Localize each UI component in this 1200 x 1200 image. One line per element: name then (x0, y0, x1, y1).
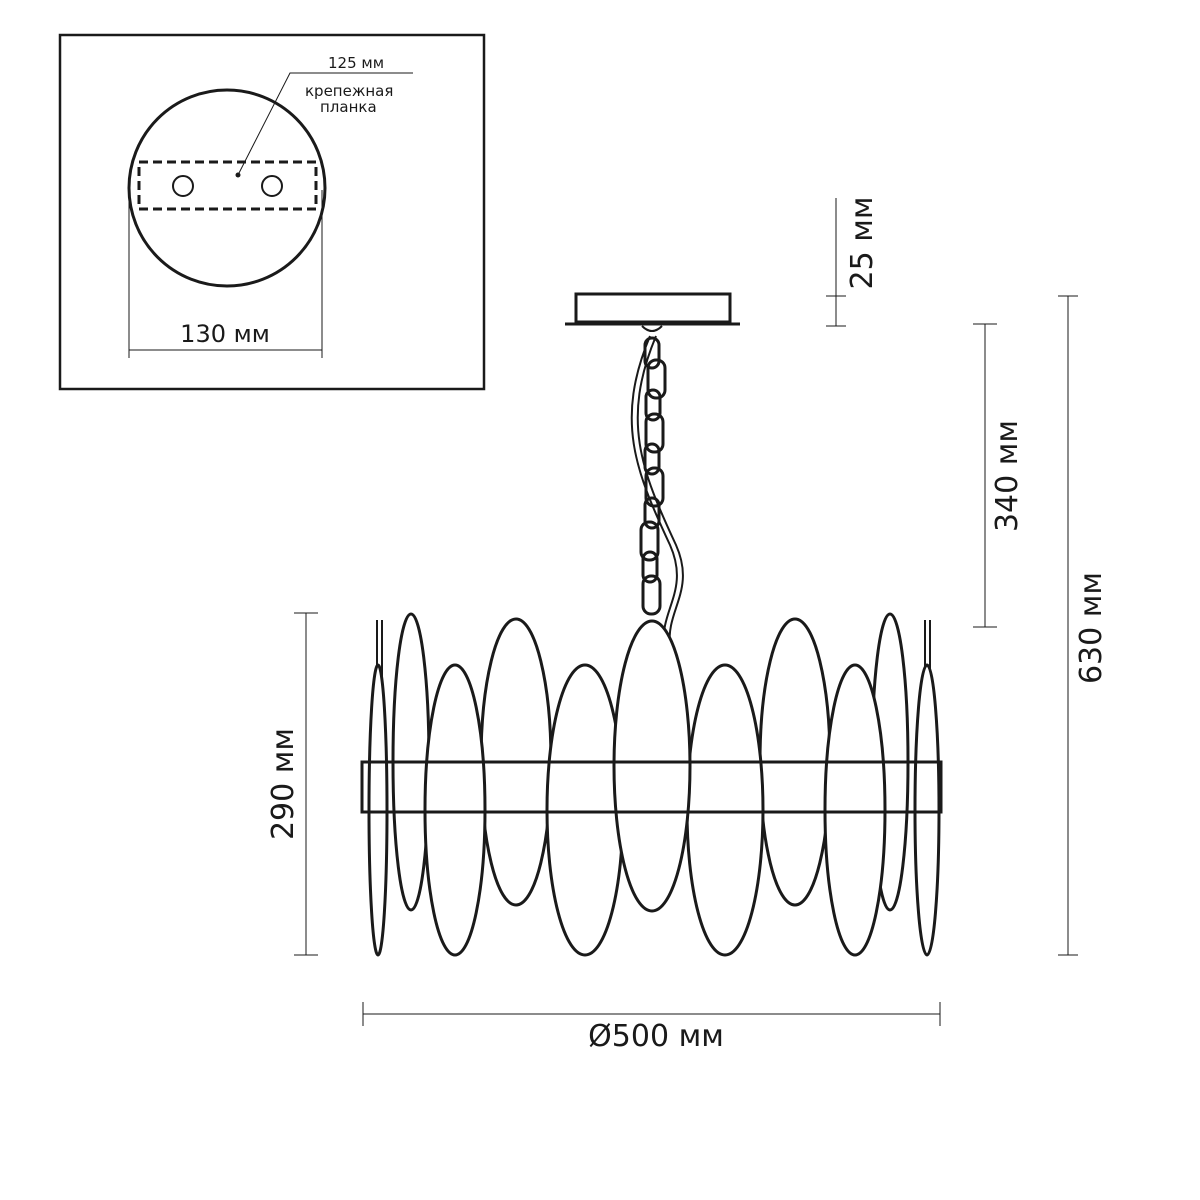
mounting-inset: 125 мм крепежная планка 130 мм (58, 33, 486, 391)
canopy (565, 292, 740, 332)
cable (630, 335, 684, 646)
chain-link (641, 574, 662, 616)
glass-disk (823, 663, 887, 957)
mounting-bracket (137, 160, 318, 211)
chain-link (643, 442, 661, 476)
glass-disk-center (612, 619, 692, 913)
body-height-label: 290 мм (266, 728, 301, 840)
chain-link (644, 412, 665, 454)
glass-disk (913, 663, 941, 957)
dim-diameter: Ø500 мм (362, 1002, 941, 1054)
total-height-label: 630 мм (1074, 572, 1109, 684)
canopy-height-label: 25 мм (845, 197, 880, 290)
glass-disk (545, 663, 625, 957)
glass-disk (423, 663, 487, 957)
chandelier-ring (360, 760, 943, 814)
chain-link (643, 336, 661, 370)
bracket-label-2: планка (320, 98, 377, 116)
inset-frame (58, 33, 486, 391)
chain-link (644, 388, 662, 422)
chain-link (644, 466, 665, 508)
bracket-label-1: крепежная (305, 82, 393, 100)
chain-link (639, 520, 660, 562)
chandelier-disks (367, 612, 941, 957)
glass-disk (685, 663, 765, 957)
screw-hole-right (261, 175, 283, 197)
plate-size-label: 125 мм (328, 54, 384, 72)
canopy-body (574, 292, 732, 324)
chain-link (641, 550, 659, 584)
chain-length-label: 340 мм (990, 420, 1025, 532)
dim-total-height: 630 мм (1058, 295, 1109, 956)
dim-body-height: 290 мм (266, 612, 318, 956)
glass-disk (367, 663, 389, 957)
bracket-leader-line (237, 72, 413, 176)
dim-canopy-height: 25 мм (826, 197, 880, 327)
chain-link (646, 358, 667, 400)
chain-hook (641, 325, 663, 332)
screw-hole-left (172, 175, 194, 197)
chain (639, 336, 667, 616)
inset-width-label: 130 мм (180, 320, 270, 348)
chain-link (643, 496, 661, 530)
dim-chain-length: 340 мм (973, 323, 1025, 628)
mounting-plate-circle (127, 88, 327, 288)
diameter-label: Ø500 мм (588, 1019, 724, 1054)
